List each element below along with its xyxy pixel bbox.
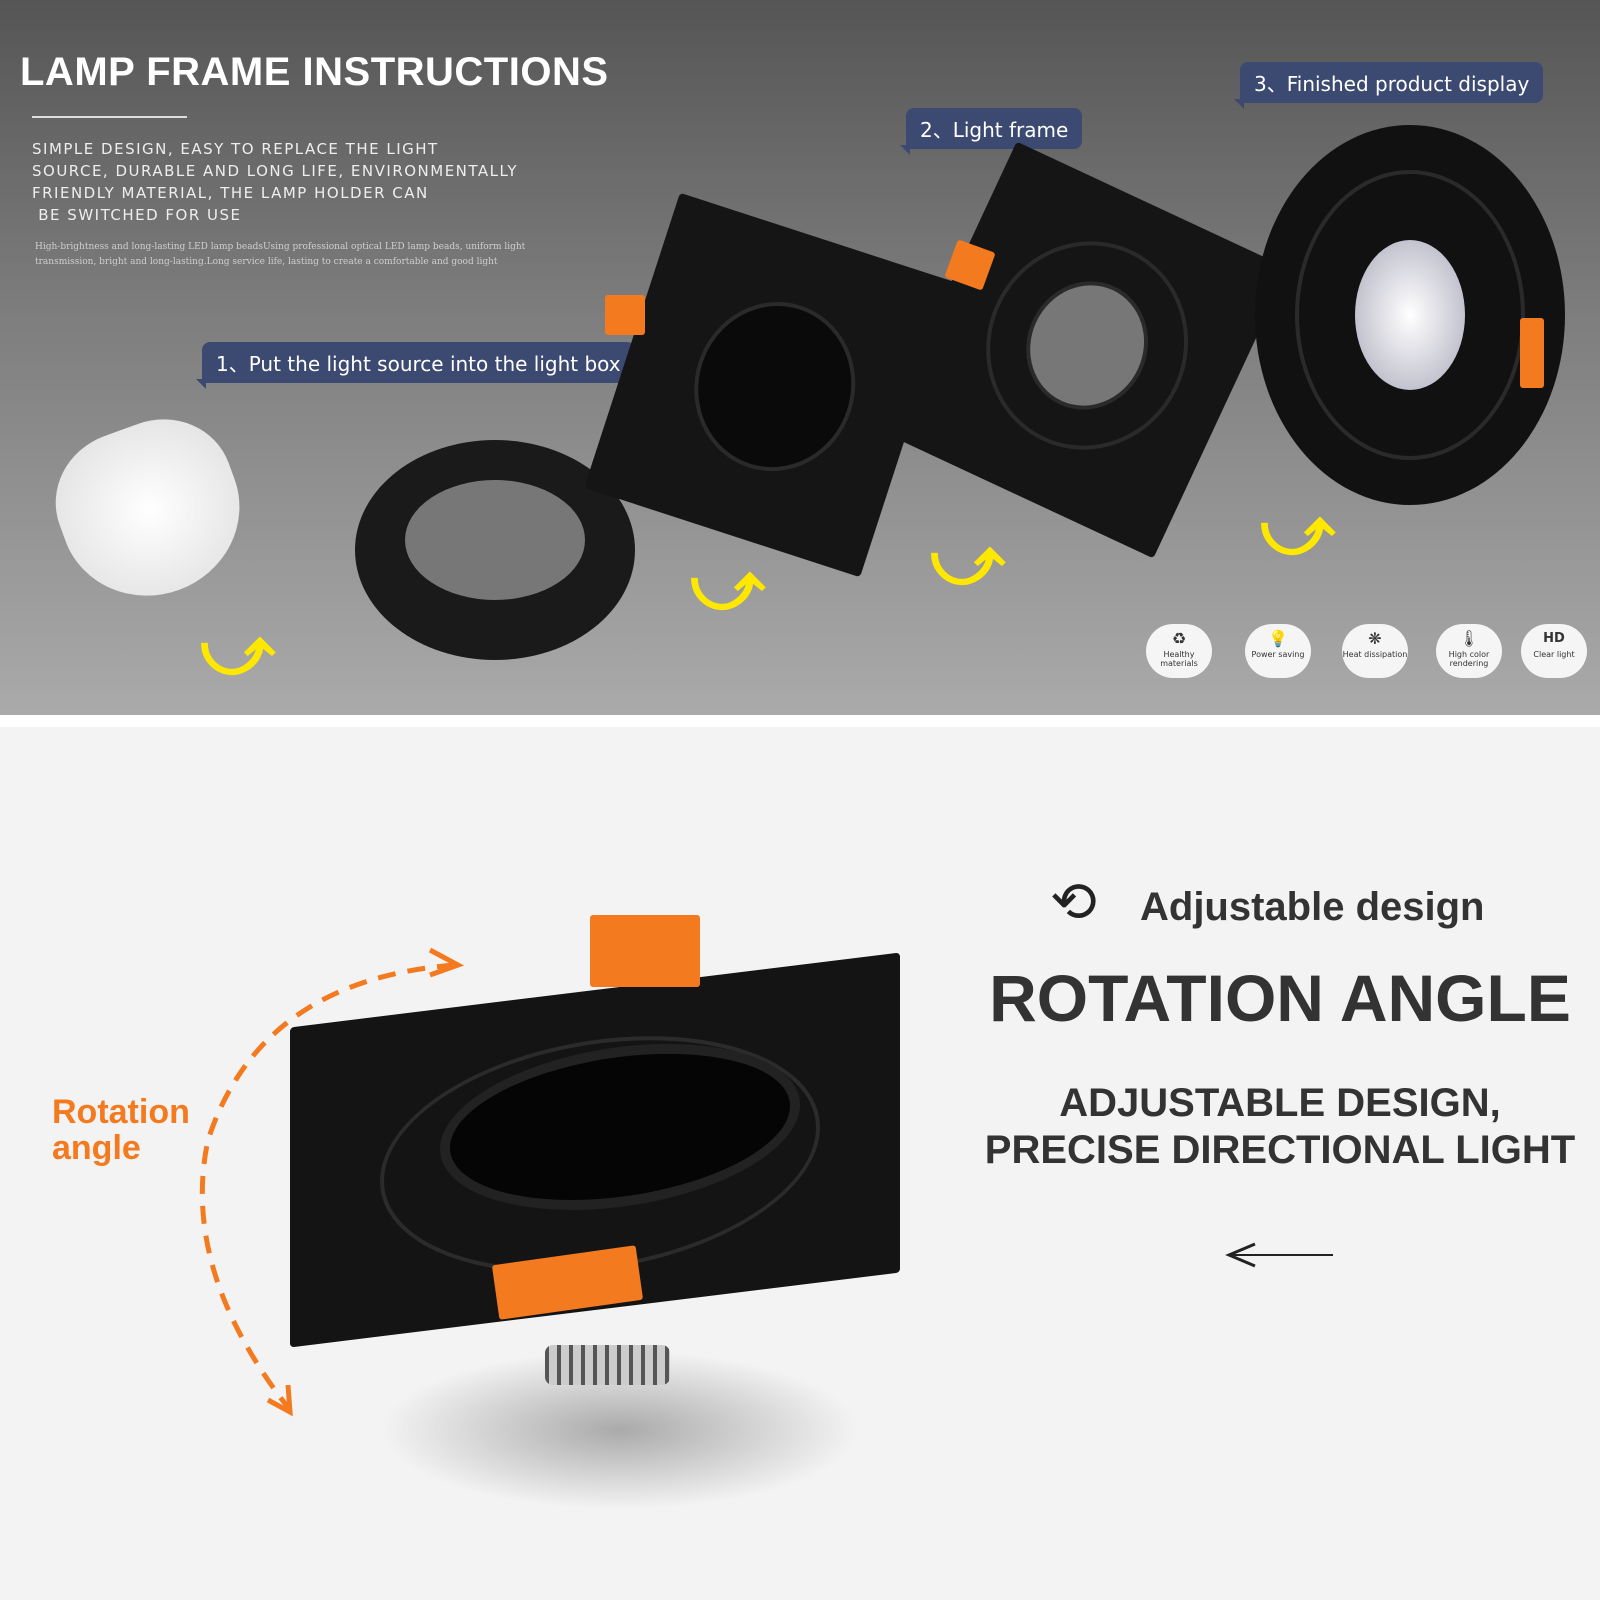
- section-divider: [0, 715, 1600, 727]
- rotation-angle-title: ROTATION ANGLE: [989, 961, 1571, 1035]
- feature-heat-dissipation: ❋ Heat dissipation: [1342, 624, 1408, 678]
- thermometer-icon: 🌡: [1458, 629, 1480, 648]
- orange-clip: [1520, 318, 1544, 388]
- feature-label: Clear light: [1533, 650, 1575, 659]
- yellow-arrow-icon: ⤻: [690, 545, 765, 627]
- feature-label: Heat dissipation: [1342, 650, 1408, 659]
- yellow-arrow-icon: ⤻: [930, 520, 1005, 602]
- yellow-arrow-icon: ⤻: [200, 610, 275, 692]
- bulb-icon: 💡: [1268, 629, 1288, 648]
- feature-color-rendering: 🌡 High color rendering: [1436, 624, 1502, 678]
- recycle-icon: ♻: [1171, 629, 1187, 648]
- square-frame-image: [584, 192, 956, 578]
- spring: [545, 1345, 670, 1385]
- light-frame-image: [881, 141, 1289, 559]
- feature-power-saving: 💡 Power saving: [1245, 624, 1311, 678]
- orange-clip: [590, 915, 700, 987]
- feature-label: Healthy materials: [1160, 650, 1198, 668]
- tagline: ADJUSTABLE DESIGN, PRECISE DIRECTIONAL L…: [984, 1081, 1576, 1172]
- description: SIMPLE DESIGN, EASY TO REPLACE THE LIGHT…: [32, 140, 519, 224]
- feature-clear-light: HD Clear light: [1521, 624, 1587, 678]
- fan-icon: ❋: [1368, 629, 1382, 648]
- page-title: LAMP FRAME INSTRUCTIONS: [20, 50, 609, 94]
- rotation-arrow-icon: [199, 947, 465, 1417]
- orange-clip: [605, 295, 645, 335]
- step-2-tag: 2、Light frame: [899, 108, 1083, 155]
- small-description: High-brightness and long-lasting LED lam…: [35, 242, 526, 267]
- instructions-banner: LAMP FRAME INSTRUCTIONS SIMPLE DESIGN, E…: [0, 0, 1600, 715]
- left-arrow-icon: [1225, 1242, 1333, 1268]
- step-1-tag: 1、Put the light source into the light bo…: [196, 342, 635, 389]
- feature-label: High color rendering: [1448, 650, 1490, 668]
- gu10-bulb-image: [36, 399, 264, 621]
- rotation-angle-label: Rotation angle: [52, 1093, 190, 1167]
- adjustable-design-subtitle: Adjustable design: [1140, 885, 1485, 929]
- feature-label: Power saving: [1251, 650, 1305, 659]
- rotate-icon: ⟲: [1050, 870, 1097, 935]
- finished-product-image: [1255, 125, 1565, 505]
- divider: [32, 116, 187, 118]
- hd-icon: HD: [1543, 631, 1565, 646]
- feature-healthy-materials: ♻ Healthy materials: [1146, 624, 1212, 678]
- yellow-arrow-icon: ⤻: [1260, 490, 1335, 572]
- step-3-tag: 3、Finished product display: [1233, 62, 1544, 109]
